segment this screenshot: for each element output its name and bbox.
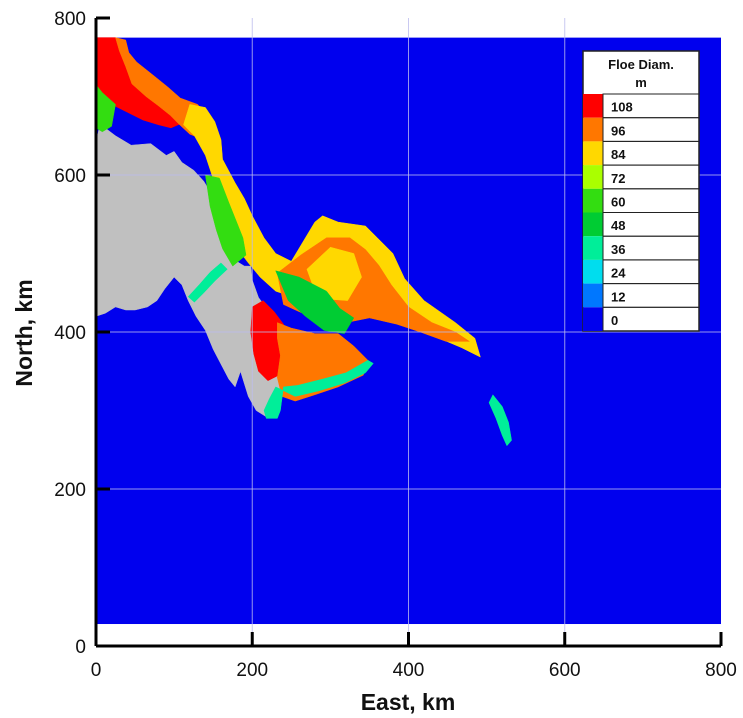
grid-lines [96,18,721,646]
legend-swatch-0 [583,307,603,331]
ice-regions [95,37,512,447]
legend-label-84: 84 [611,147,626,162]
legend-label-12: 12 [611,289,625,304]
x-tick-label-400: 400 [393,660,425,681]
legend-label-36: 36 [611,242,625,257]
x-tick-label-200: 200 [236,660,268,681]
legend-label-96: 96 [611,123,625,138]
legend-swatch-24 [583,259,603,284]
legend-label-0: 0 [611,313,618,328]
region-ice-60-coast [205,174,247,267]
y-axis-title: North, km [11,279,37,386]
legend-label-48: 48 [611,218,625,233]
legend-label-24: 24 [611,266,626,281]
region-ice-36-streak [488,394,512,447]
y-tick-label-600: 600 [54,166,86,187]
legend-swatch-48 [583,212,603,237]
legend-swatch-96 [583,117,603,142]
legend-swatch-72 [583,165,603,189]
legend-swatch-36 [583,236,603,260]
x-tick-label-0: 0 [91,660,102,681]
legend-swatch-108 [583,94,603,118]
region-ice-36-edge [263,360,374,419]
y-tick-label-200: 200 [54,480,86,501]
region-ice-48-inner [275,270,355,334]
legend-label-72: 72 [611,171,625,186]
legend-title: Floe Diam. [608,57,674,72]
y-tick-label-400: 400 [54,323,86,344]
legend-row-0 [602,306,700,332]
legend-swatch-60 [583,188,603,213]
region-ice-36-coast-left [187,262,228,303]
legend-swatch-12 [583,283,603,308]
legend-swatch-84 [583,141,603,166]
legend-label-60: 60 [611,195,625,210]
x-tick-label-600: 600 [549,660,581,681]
y-tick-label-800: 800 [54,9,86,30]
legend: Floe Diam. m 108 96 84 72 60 48 36 24 12 0 [582,50,700,332]
legend-items: 108 96 84 72 60 48 36 24 12 0 [583,93,700,332]
legend-label-108: 108 [611,100,633,115]
legend-subtitle: m [635,75,647,90]
y-tick-label-0: 0 [75,637,86,658]
x-tick-label-800: 800 [705,660,737,681]
x-axis-title: East, km [361,689,456,715]
